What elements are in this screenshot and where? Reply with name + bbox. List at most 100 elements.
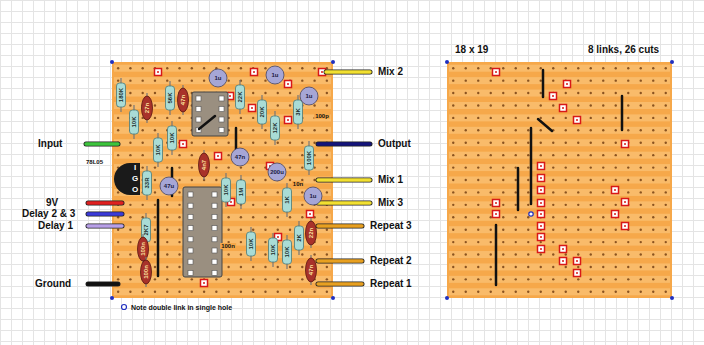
- strip-hole: [166, 291, 168, 293]
- strip-hole: [490, 216, 492, 218]
- capacitor-symbol: [306, 258, 317, 282]
- track-cut: [574, 117, 581, 124]
- copper-strip: [449, 65, 670, 72]
- wire-outline: [88, 212, 122, 217]
- capacitor-value: 100n: [140, 242, 146, 256]
- strip-hole: [465, 117, 467, 119]
- strip-hole: [577, 253, 579, 255]
- strip-hole: [252, 154, 254, 156]
- wire: [88, 224, 122, 227]
- strip-hole: [552, 204, 554, 206]
- strip-hole: [191, 291, 193, 293]
- strip-hole: [640, 253, 642, 255]
- resistor-value: 10K: [270, 244, 276, 255]
- track-cut-dot: [540, 236, 542, 238]
- strip-hole: [565, 204, 567, 206]
- strip-hole: [240, 241, 242, 243]
- strip-hole: [166, 154, 168, 156]
- strip-hole: [565, 228, 567, 230]
- strip-hole: [452, 79, 454, 81]
- strip-hole: [215, 291, 217, 293]
- resistor-symbol: [283, 188, 292, 212]
- strip-hole: [540, 253, 542, 255]
- strip-hole: [640, 216, 642, 218]
- strip-hole: [166, 79, 168, 81]
- strip-hole: [178, 278, 180, 280]
- copper-strip: [449, 139, 670, 146]
- copper-strip: [449, 288, 670, 295]
- strip-hole: [665, 166, 667, 168]
- strip-hole: [240, 228, 242, 230]
- strip-hole: [602, 266, 604, 268]
- strip-hole: [301, 278, 303, 280]
- resistor-value: 2K7: [143, 224, 149, 235]
- strip-hole: [465, 104, 467, 106]
- strip-hole: [652, 291, 654, 293]
- strip-hole: [129, 228, 131, 230]
- strip-hole: [665, 253, 667, 255]
- strip-hole: [515, 191, 517, 193]
- strip-hole: [527, 204, 529, 206]
- ic-body: [192, 92, 228, 136]
- double-link-marker: [122, 305, 127, 310]
- strip-hole: [326, 129, 328, 131]
- strip-hole: [141, 67, 143, 69]
- strip-hole: [590, 179, 592, 181]
- strip-hole: [502, 79, 504, 81]
- strip-hole: [452, 166, 454, 168]
- strip-hole: [326, 79, 328, 81]
- strip-hole: [154, 216, 156, 218]
- wire-link: [538, 119, 552, 131]
- strip-hole: [490, 241, 492, 243]
- double-link-marker: [529, 212, 533, 216]
- strip-hole: [264, 228, 266, 230]
- track-cut: [493, 211, 500, 218]
- wire-outline: [88, 282, 118, 287]
- strip-hole: [527, 253, 529, 255]
- resistor-value: 3K: [295, 108, 301, 116]
- capacitor-symbol: [142, 96, 153, 120]
- ic-pin: [212, 203, 217, 208]
- strip-hole: [527, 129, 529, 131]
- strip-hole: [240, 142, 242, 144]
- track-cut-dot: [614, 213, 616, 215]
- strip-hole: [191, 166, 193, 168]
- strip-hole: [590, 92, 592, 94]
- ic-pin: [188, 192, 193, 197]
- track-cut-dot: [540, 177, 542, 179]
- strip-hole: [665, 291, 667, 293]
- strip-hole: [565, 291, 567, 293]
- resistor-symbol: [294, 100, 303, 124]
- strip-hole: [490, 191, 492, 193]
- strip-hole: [129, 216, 131, 218]
- strip-hole: [166, 204, 168, 206]
- capacitor-value: 27n: [144, 103, 150, 113]
- ic-pin: [188, 270, 193, 275]
- strip-hole: [301, 216, 303, 218]
- corner-marker: [331, 60, 335, 64]
- resistor-symbol: [295, 226, 304, 250]
- strip-hole: [602, 278, 604, 280]
- strip-hole: [465, 266, 467, 268]
- track-cut-dot: [230, 201, 232, 203]
- resistor-symbol: [283, 240, 292, 264]
- strip-hole: [565, 129, 567, 131]
- track-cut-dot: [614, 189, 616, 191]
- strip-hole: [227, 278, 229, 280]
- strip-hole: [552, 166, 554, 168]
- strip-hole: [129, 92, 131, 94]
- strip-hole: [565, 117, 567, 119]
- strip-hole: [117, 67, 119, 69]
- strip-hole: [215, 278, 217, 280]
- strip-hole: [665, 129, 667, 131]
- strip-hole: [552, 266, 554, 268]
- strip-hole: [552, 241, 554, 243]
- strip-hole: [264, 142, 266, 144]
- strip-hole: [465, 166, 467, 168]
- track-cut-dot: [251, 107, 253, 109]
- strip-hole: [602, 142, 604, 144]
- strip-hole: [289, 92, 291, 94]
- strip-hole: [117, 253, 119, 255]
- strip-hole: [227, 166, 229, 168]
- strip-hole: [154, 266, 156, 268]
